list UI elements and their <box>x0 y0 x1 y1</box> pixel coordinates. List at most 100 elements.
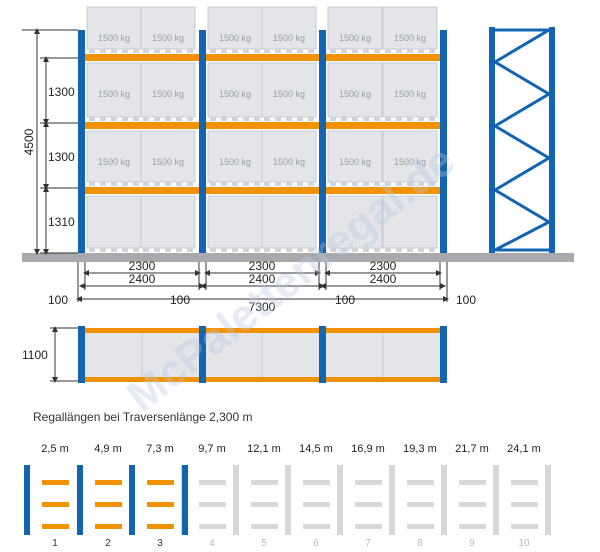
level-height-3: 1310 <box>48 215 75 229</box>
variant-beam <box>459 480 486 485</box>
box-weight-label: 1500 kg <box>394 33 426 43</box>
variant-beam <box>511 524 538 529</box>
pallet-box: 1500 kg <box>382 6 438 53</box>
variant-length-label: 12,1 m <box>247 443 281 455</box>
box-weight-label: 1500 kg <box>219 33 251 43</box>
variant-upright <box>24 465 30 535</box>
length-variant-3: 7,3 m3 <box>129 443 174 549</box>
pallet-box: 1500 kg <box>382 62 438 121</box>
end-gap-right: 100 <box>456 293 476 307</box>
bay-length-3: 2400 <box>370 272 397 286</box>
inner-gap-left: 100 <box>170 293 190 307</box>
length-variant-2: 4,9 m2 <box>77 443 122 549</box>
box-weight-label: 1500 kg <box>394 157 426 167</box>
pallet-box: 1500 kg <box>327 6 383 53</box>
box-weight-label: 1500 kg <box>273 89 305 99</box>
length-variant-1: 2,5 m 1 <box>24 443 69 549</box>
variant-beam <box>147 524 174 529</box>
total-length-label: 7300 <box>249 300 276 314</box>
plan-beam-back <box>84 377 441 382</box>
variant-number: 9 <box>469 538 475 549</box>
box-weight-label: 1500 kg <box>339 89 371 99</box>
pallet-box: 1500 kg <box>261 6 317 53</box>
pallet-box: 1500 kg <box>140 6 196 53</box>
height-total-label: 4500 <box>22 128 36 155</box>
box-weight-label: 1500 kg <box>273 157 305 167</box>
inner-gap-right: 100 <box>335 293 355 307</box>
pallet-box <box>207 195 263 252</box>
variant-number: 1 <box>52 538 58 549</box>
pallet-box: 1500 kg <box>207 62 263 121</box>
variant-beam <box>95 480 122 485</box>
pallet-box: 1500 kg <box>207 6 263 53</box>
variant-beam <box>95 502 122 507</box>
variant-length-label: 16,9 m <box>351 443 385 455</box>
pallet-box: 1500 kg <box>382 130 438 186</box>
variant-beam <box>407 524 434 529</box>
pallet-box: 1500 kg <box>86 62 142 121</box>
variant-upright <box>285 465 291 535</box>
frame-bracing <box>492 28 555 252</box>
length-variants: Regallängen bei Traversenlänge 2,300 m 2… <box>24 410 551 549</box>
variant-beam <box>303 480 330 485</box>
variant-upright <box>493 465 499 535</box>
level-height-2: 1300 <box>48 150 75 164</box>
bay-length-2: 2400 <box>249 272 276 286</box>
box-weight-label: 1500 kg <box>219 157 251 167</box>
variant-beam <box>459 524 486 529</box>
box-weight-label: 1500 kg <box>394 89 426 99</box>
box-weight-label: 1500 kg <box>219 89 251 99</box>
pallet-box: 1500 kg <box>261 62 317 121</box>
upright-4 <box>440 30 447 253</box>
variant-length-label: 7,3 m <box>146 443 174 455</box>
variant-beam <box>511 502 538 507</box>
box-weight-label: 1500 kg <box>98 33 130 43</box>
bay-length-1: 2400 <box>129 272 156 286</box>
uprights <box>78 30 447 253</box>
pallet-box: 1500 kg <box>207 130 263 186</box>
box-weight-label: 1500 kg <box>152 89 184 99</box>
variant-length-label: 19,3 m <box>403 443 437 455</box>
variant-number: 7 <box>365 538 371 549</box>
box-weight-label: 1500 kg <box>98 157 130 167</box>
variant-beam <box>251 480 278 485</box>
pallet-box <box>86 195 142 252</box>
variant-length-label: 24,1 m <box>507 443 541 455</box>
variant-beam <box>199 480 226 485</box>
variant-beam <box>355 502 382 507</box>
pallet-box: 1500 kg <box>261 130 317 186</box>
length-variant-7: 16,9 m 7 <box>337 443 385 549</box>
variant-beam <box>511 480 538 485</box>
variant-number: 6 <box>313 538 319 549</box>
variant-number: 5 <box>261 538 267 549</box>
height-dimensions <box>22 28 78 255</box>
variant-number: 2 <box>105 538 111 549</box>
beams <box>84 54 441 194</box>
length-variant-9: 21,7 m 9 <box>441 443 489 549</box>
variant-beam <box>303 524 330 529</box>
level-height-1: 1300 <box>48 85 75 99</box>
variant-length-label: 9,7 m <box>198 443 226 455</box>
variant-number: 8 <box>417 538 423 549</box>
plan-beam-front <box>84 328 441 333</box>
variant-beam <box>407 480 434 485</box>
pallet-box: 1500 kg <box>140 62 196 121</box>
beam-length-3: 2300 <box>370 259 397 273</box>
variant-length-label: 21,7 m <box>455 443 489 455</box>
pallet-box <box>140 195 196 252</box>
box-weight-label: 1500 kg <box>98 89 130 99</box>
beam-middle <box>84 122 441 129</box>
end-gap-left: 100 <box>48 293 68 307</box>
variant-beam <box>459 502 486 507</box>
variant-beam <box>42 524 69 529</box>
upright-2 <box>199 30 206 253</box>
variant-length-label: 2,5 m <box>41 443 69 455</box>
variant-beam <box>407 502 434 507</box>
pallet-box: 1500 kg <box>140 130 196 186</box>
floor-slab <box>22 253 574 262</box>
plan-depth-label: 1100 <box>22 348 48 362</box>
variant-beam <box>42 480 69 485</box>
